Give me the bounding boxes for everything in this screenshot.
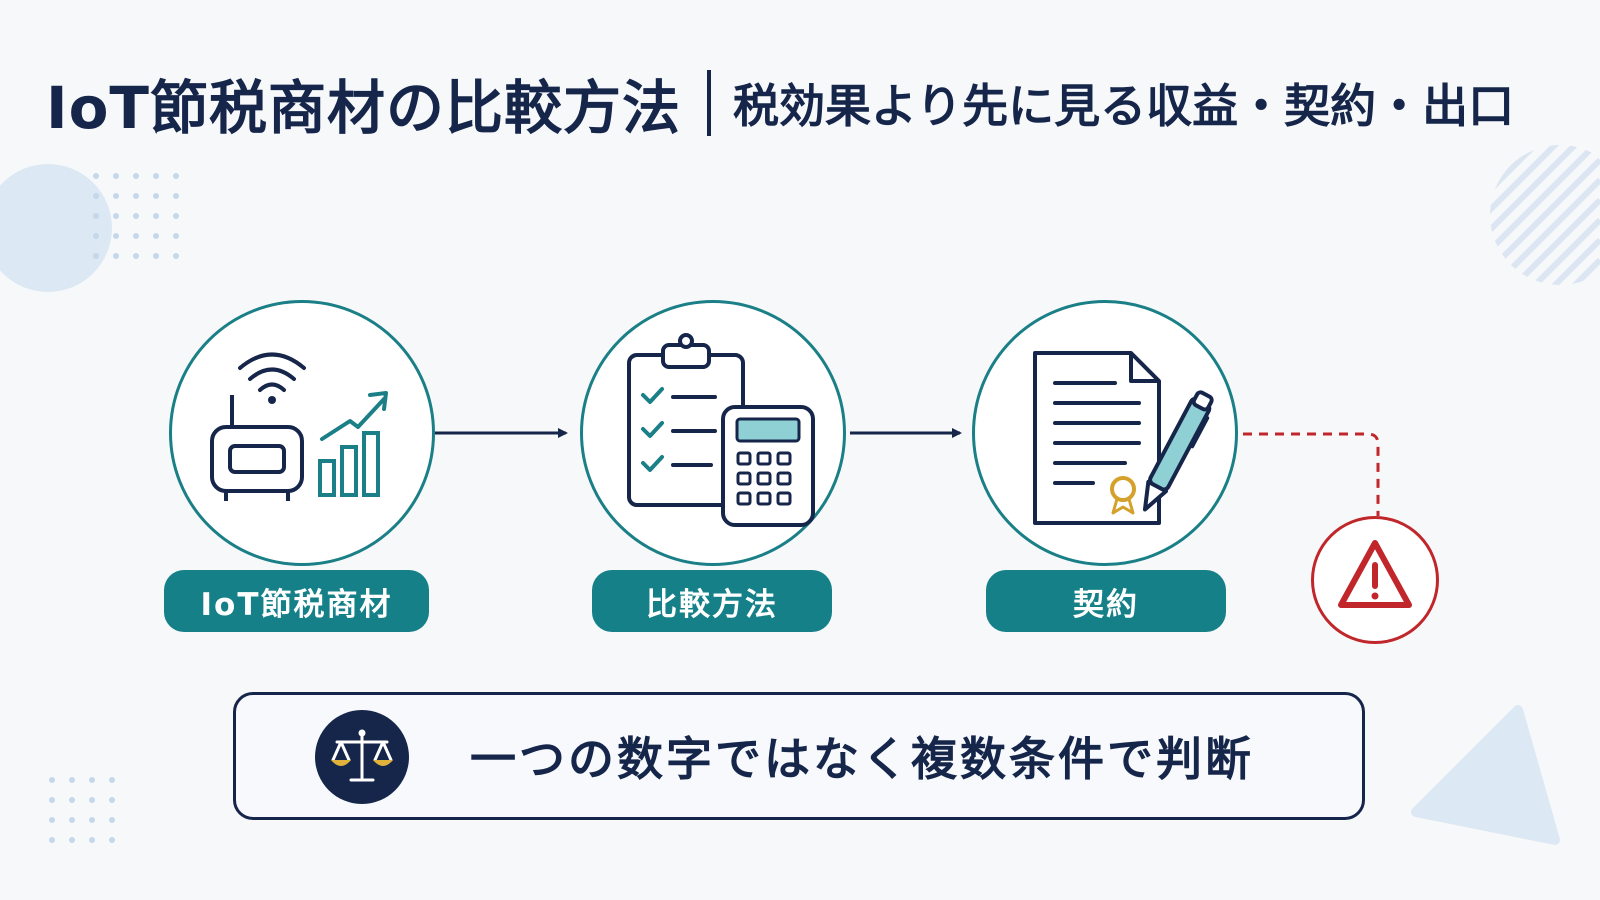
balance-scale-icon	[331, 729, 393, 782]
decor-right-striped-circle	[1490, 145, 1600, 285]
decor-left-circle-dots	[0, 164, 179, 292]
warning-triangle-icon	[1338, 540, 1412, 608]
balance-scale-badge	[315, 710, 409, 804]
contract-pen-icon	[1033, 351, 1214, 525]
iot-router-growth-icon	[210, 352, 388, 501]
step-3-circle	[972, 300, 1238, 566]
step-2-circle	[580, 300, 846, 566]
title-row: IoT節税商材の比較方法 税効果より先に見る収益・契約・出口	[46, 58, 1560, 148]
page-subtitle: 税効果より先に見る収益・契約・出口	[733, 79, 1515, 133]
step-2-label: 比較方法	[592, 570, 832, 632]
dashed-connector-to-warning	[1243, 432, 1380, 516]
warning-circle	[1311, 516, 1439, 644]
decor-bottom-left-dots	[49, 777, 115, 843]
step-3-label: 契約	[986, 570, 1226, 632]
decor-bottom-right-triangle	[1411, 705, 1560, 845]
step-1-circle	[169, 300, 435, 566]
conclusion-box: 一つの数字ではなく複数条件で判断	[233, 692, 1365, 820]
checklist-calculator-icon	[627, 333, 815, 527]
conclusion-text: 一つの数字ではなく複数条件で判断	[470, 732, 1254, 786]
page-title: IoT節税商材の比較方法	[46, 74, 681, 142]
step-1-label: IoT節税商材	[164, 570, 429, 632]
title-divider	[707, 70, 711, 136]
